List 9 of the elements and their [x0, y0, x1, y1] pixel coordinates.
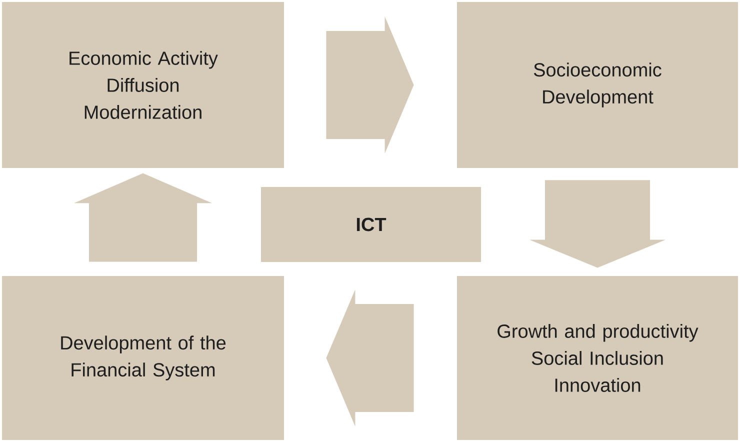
- block-arrow: [74, 173, 212, 262]
- process-box: Growth and productivity Social Inclusion Innovation: [457, 276, 738, 440]
- process-box: Socioeconomic Development: [457, 2, 738, 168]
- block-arrow: [326, 289, 414, 426]
- center-box: ICT: [261, 187, 481, 262]
- block-arrow: [530, 180, 666, 268]
- process-box: Economic Activity Diffusion Modernization: [2, 2, 284, 168]
- process-box: Development of the Financial System: [2, 276, 284, 440]
- block-arrow: [326, 16, 414, 154]
